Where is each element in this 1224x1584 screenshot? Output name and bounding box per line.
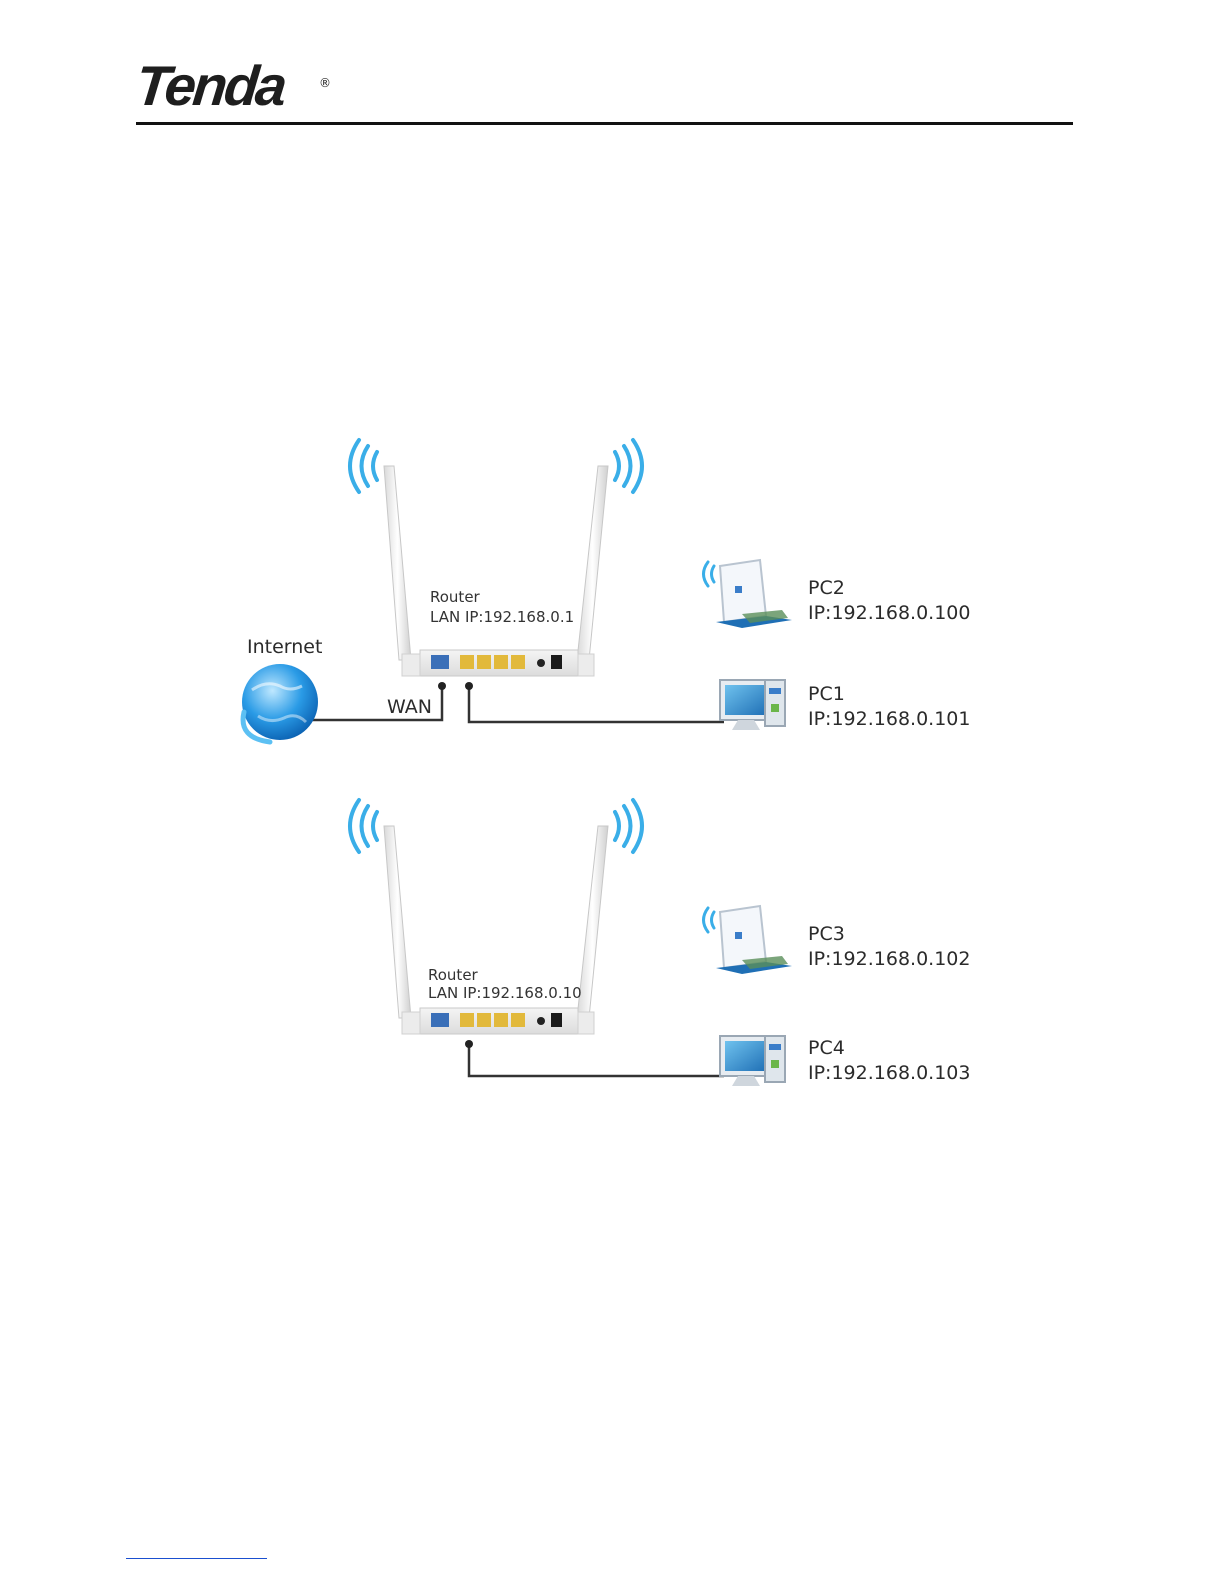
pc4-ip: IP:192.168.0.103 (808, 1064, 970, 1083)
globe-icon (242, 664, 318, 742)
desktop-pc-icon (720, 680, 785, 730)
pc3-ip: IP:192.168.0.102 (808, 950, 970, 969)
top-router-lan-ip: LAN IP:192.168.0.1 (430, 610, 574, 625)
pc2-ip: IP:192.168.0.100 (808, 604, 970, 623)
wan-label: WAN (387, 698, 432, 717)
lan-cable-pc4 (469, 1044, 724, 1076)
desktop-pc-icon (720, 1036, 785, 1086)
laptop-icon (704, 560, 793, 628)
pc1-ip: IP:192.168.0.101 (808, 710, 970, 729)
wifi-signal-icon (350, 440, 377, 492)
laptop-icon (704, 906, 793, 974)
pc2-name: PC2 (808, 579, 845, 598)
wifi-signal-icon (704, 908, 715, 932)
internet-label: Internet (247, 638, 322, 657)
cable-connector (465, 682, 473, 690)
pc3-name: PC3 (808, 925, 845, 944)
router-icon (350, 440, 642, 676)
lan-cable-pc1 (469, 686, 724, 722)
bottom-router-name: Router (428, 968, 478, 983)
wifi-signal-icon (704, 562, 715, 586)
pc1-name: PC1 (808, 685, 845, 704)
cable-connector (438, 682, 446, 690)
pc4-name: PC4 (808, 1039, 845, 1058)
footer-link-underline (126, 1558, 267, 1559)
wifi-signal-icon (615, 440, 642, 492)
bottom-router-lan-ip: LAN IP:192.168.0.10 (428, 986, 582, 1001)
cable-connector (465, 1040, 473, 1048)
top-router-name: Router (430, 590, 480, 605)
wifi-signal-icon (615, 800, 642, 852)
wifi-signal-icon (350, 800, 377, 852)
